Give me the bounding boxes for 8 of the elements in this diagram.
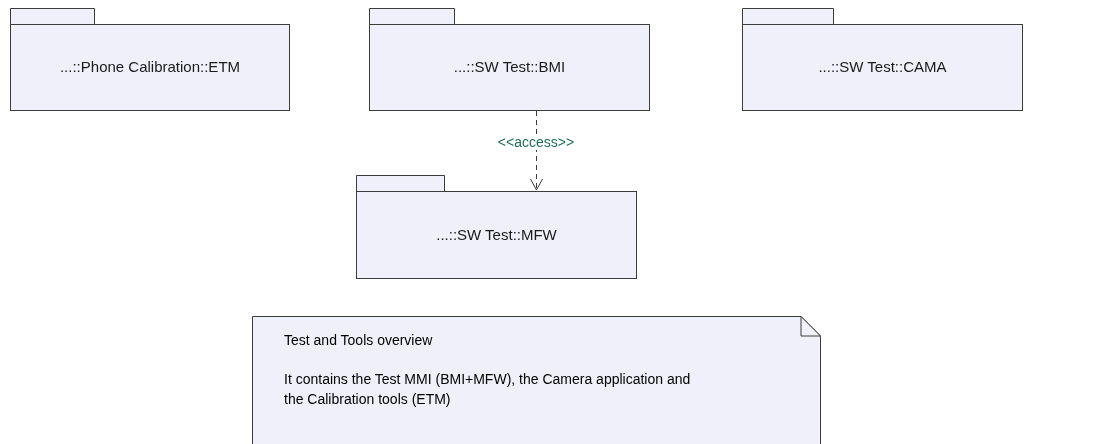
- package-name: ...::SW Test::BMI: [453, 57, 566, 78]
- package-name: ...::Phone Calibration::ETM: [59, 57, 241, 78]
- package-name: ...::SW Test::CAMA: [818, 57, 947, 78]
- dependency-arrow: [530, 110, 543, 191]
- package-name: ...::SW Test::MFW: [436, 224, 557, 245]
- note-symbol: [252, 316, 821, 444]
- note-text: It contains the Test MMI (BMI+MFW), the Camera application and the Calibration tools (ETM): [284, 370, 692, 409]
- note-title: Test and Tools overview: [284, 331, 434, 350]
